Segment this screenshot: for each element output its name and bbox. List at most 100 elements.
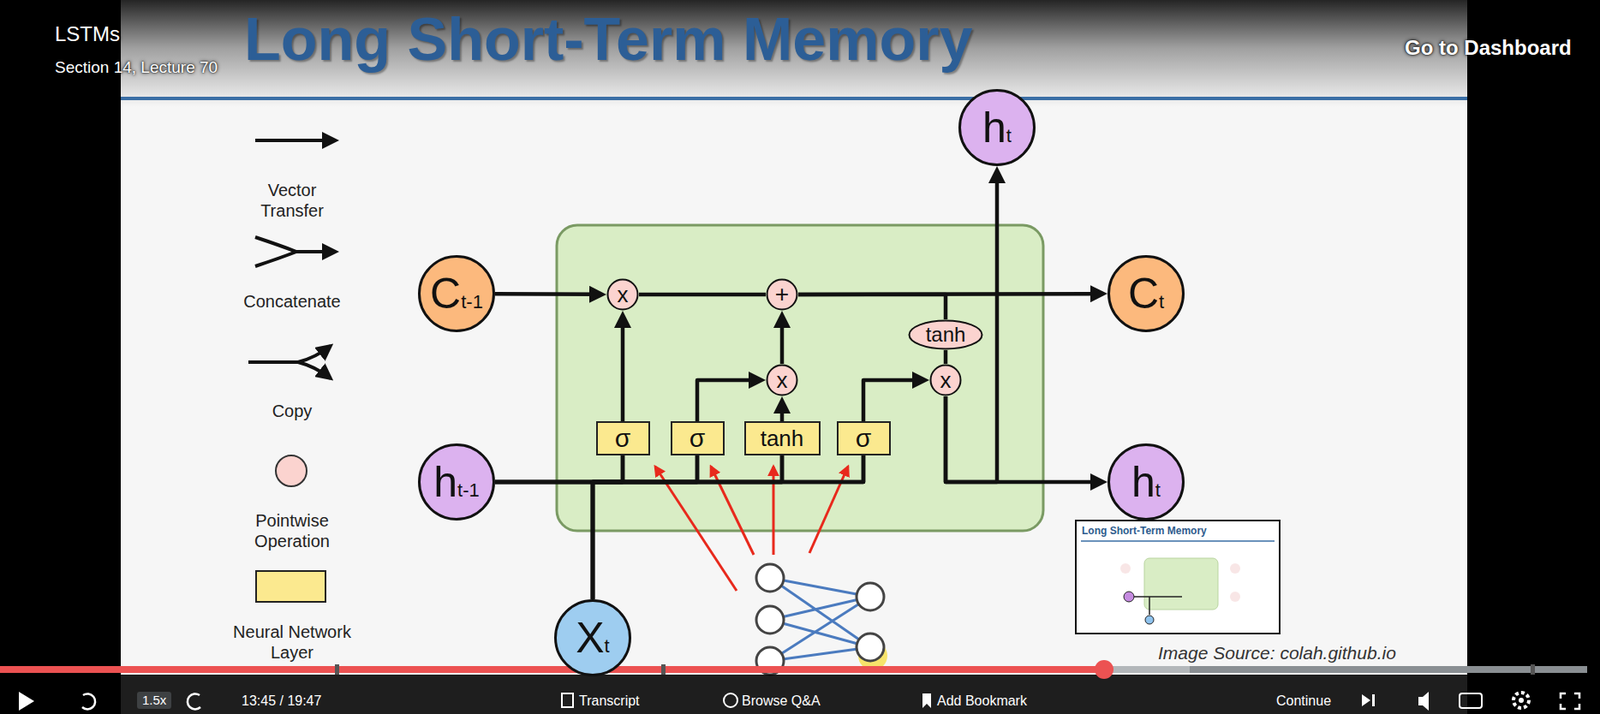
- forward-icon: [187, 693, 201, 710]
- thumbnail-dot: [1145, 615, 1154, 625]
- hidden-state: ht: [958, 89, 1036, 167]
- pointwise-op: x: [929, 364, 962, 397]
- qa-button: Browse Q&A: [741, 692, 821, 710]
- thumbnail-dot: [1120, 563, 1131, 574]
- thumbnail-dot: [1123, 591, 1135, 603]
- connector: [798, 294, 946, 320]
- legend-arrow: [255, 138, 336, 143]
- play-icon: [18, 692, 35, 711]
- thumbnail-dot: [1229, 591, 1241, 603]
- node-label: x: [940, 369, 952, 392]
- progress-handle: [1094, 660, 1114, 680]
- captions-icon: [1459, 693, 1482, 709]
- node-shape: [931, 365, 962, 396]
- rewind-icon: [82, 693, 96, 710]
- fullscreen-icon: [1560, 693, 1580, 710]
- network-link: [770, 620, 871, 648]
- connector: [780, 316, 785, 365]
- legend-text: Concatenate: [232, 291, 353, 312]
- connector: [495, 455, 783, 483]
- volume-icon: [1418, 692, 1429, 711]
- legend-concat: [255, 237, 297, 252]
- thumbnail-title: Long Short-Term Memory: [1081, 525, 1207, 538]
- chapter-marker: [661, 664, 666, 675]
- node-shape: [767, 280, 798, 311]
- nn-layer: σ: [596, 421, 651, 456]
- legend-text: Copy: [244, 400, 340, 422]
- connector: [495, 455, 623, 483]
- network-neuron: [756, 564, 784, 592]
- qa-icon: [723, 693, 738, 708]
- network-neuron: [856, 633, 884, 662]
- node-shape: [960, 90, 1035, 166]
- node-shape: [555, 601, 631, 676]
- cell-state: Ct-1: [417, 255, 496, 333]
- node-shape: [419, 445, 495, 520]
- legend-copy: [298, 362, 331, 379]
- network-link: [770, 597, 871, 662]
- pointer-arrow: [655, 466, 737, 592]
- top-overlay: [0, 0, 1600, 108]
- lstm-cell: [556, 225, 1044, 532]
- continue-button: Continue: [1276, 692, 1332, 710]
- legend-layer: [256, 571, 326, 603]
- transcript-icon: [561, 693, 574, 708]
- node-shape: [1109, 445, 1184, 520]
- slide: [120, 0, 1468, 714]
- time-display: 13:45 / 19:47: [241, 692, 322, 710]
- progress-track: [0, 666, 1588, 674]
- nn-layer: σ: [836, 421, 891, 456]
- node-label: ht: [1131, 460, 1161, 504]
- node-label: ht: [982, 106, 1012, 150]
- thumbnail-line: [1148, 597, 1151, 615]
- legend-concat: [255, 251, 297, 267]
- legend-copy: [248, 360, 299, 365]
- node-label: ht-1: [433, 460, 480, 504]
- node-label: σ: [689, 425, 706, 452]
- progress-played: [0, 666, 1105, 674]
- pointer-arrow: [710, 466, 754, 556]
- connector: [495, 455, 698, 483]
- thumbnail-rule: [1080, 540, 1275, 543]
- connector: [495, 455, 864, 483]
- thumbnail-cell: [1144, 558, 1218, 610]
- slide-title: Long Short-Term Memory: [244, 6, 973, 73]
- control-bar: [0, 674, 1600, 714]
- node-label: x: [617, 283, 629, 306]
- network-neuron: [756, 606, 784, 634]
- bookmark-button: Add Bookmark: [937, 692, 1027, 710]
- hidden-state: ht-1: [417, 443, 496, 521]
- lecture-info: Section 14, Lecture 70: [54, 58, 218, 78]
- pointer-arrow: [772, 466, 776, 556]
- transcript-button: Transcript: [579, 692, 640, 710]
- node-shape: [608, 280, 639, 311]
- thumbnail: [1075, 520, 1280, 634]
- connector: [943, 350, 949, 365]
- legend-text: Pointwise Operation: [240, 510, 344, 552]
- legend-copy: [298, 346, 331, 363]
- node-label: x: [776, 369, 789, 392]
- connector: [495, 292, 602, 297]
- chapter-marker: [334, 664, 340, 675]
- legend-text: Vector Transfer: [244, 179, 340, 221]
- continue-icon: [1361, 694, 1375, 707]
- title-rule: [120, 96, 1468, 101]
- legend-text: Neural Network Layer: [223, 621, 361, 663]
- hidden-state: ht: [1107, 443, 1185, 521]
- connector: [945, 396, 1103, 483]
- network-link: [770, 597, 871, 621]
- speed-button: 1.5x: [137, 692, 172, 710]
- pointwise-tanh: tanh: [907, 319, 984, 351]
- pointwise-op: x: [606, 278, 639, 311]
- input-vector: Xt: [554, 599, 632, 677]
- thumbnail-dot: [1229, 563, 1241, 574]
- legend-pointwise: [275, 455, 307, 487]
- cell-state: Ct: [1107, 255, 1185, 333]
- node-label: tanh: [925, 324, 967, 346]
